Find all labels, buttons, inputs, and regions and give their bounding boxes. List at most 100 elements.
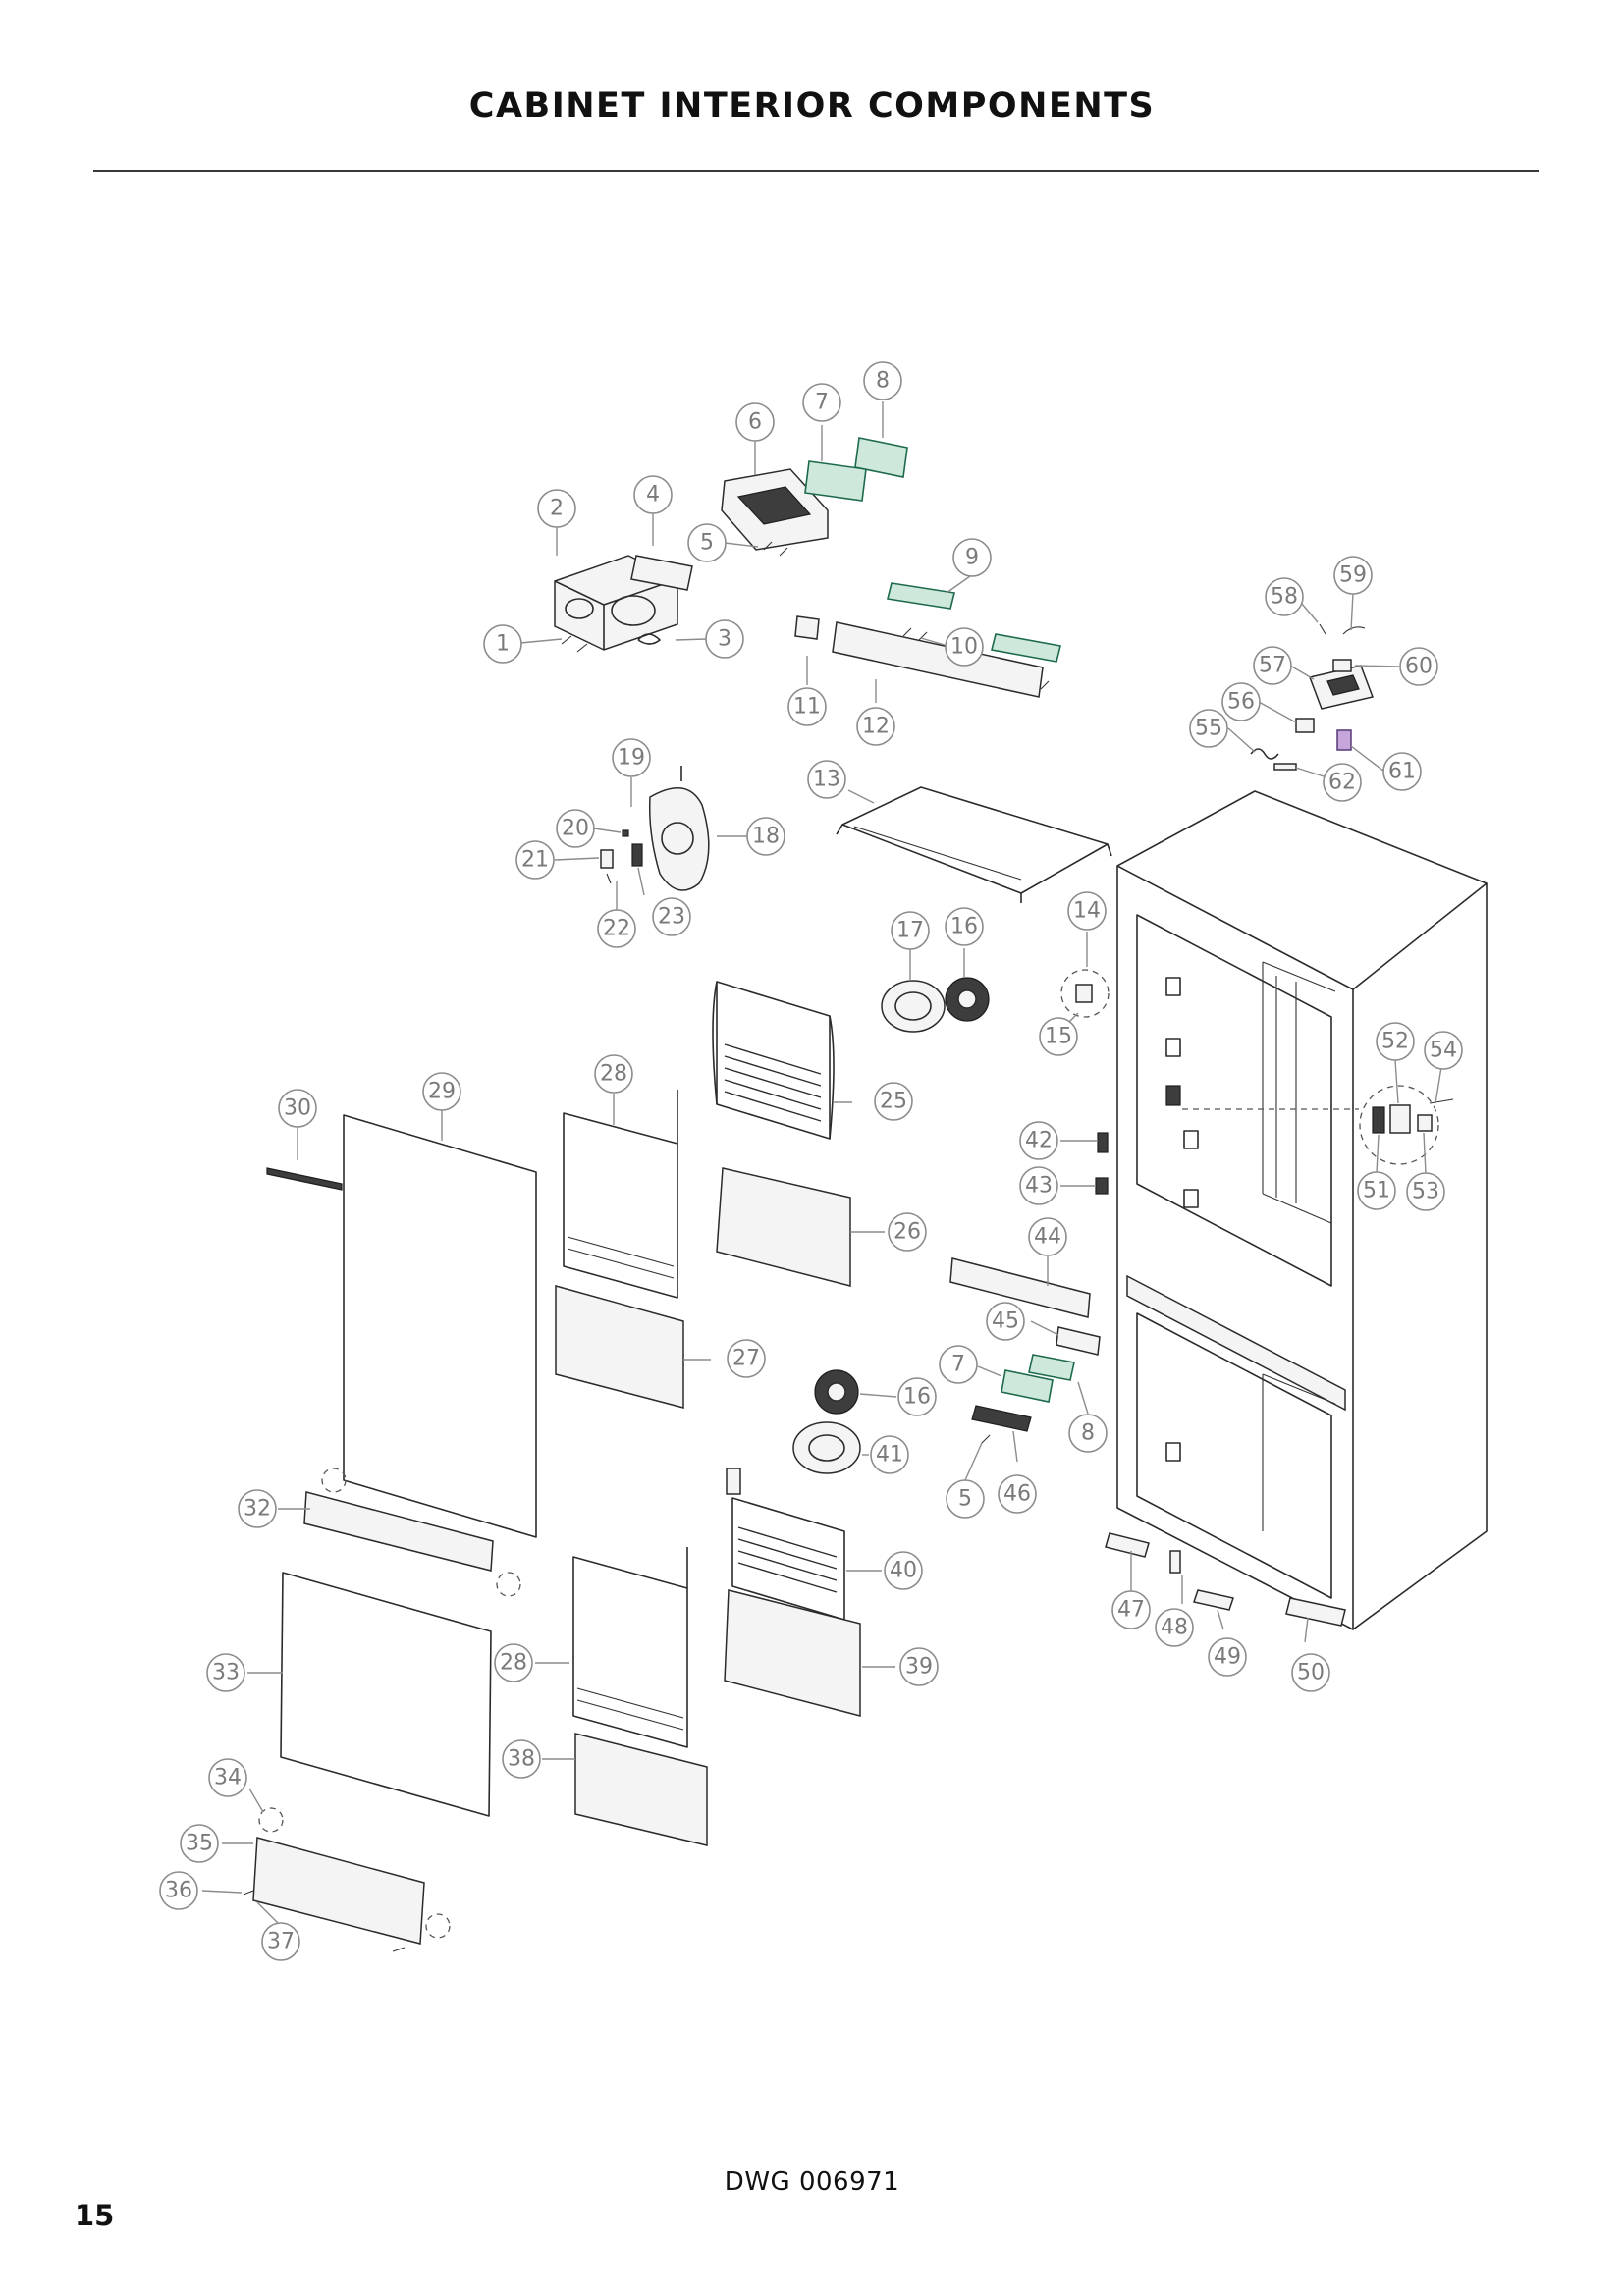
callout-54[interactable]: 54: [1424, 1031, 1463, 1070]
svg-text:44: 44: [1034, 1225, 1061, 1250]
callout-7-top[interactable]: 7: [802, 383, 841, 422]
callout-62[interactable]: 62: [1323, 763, 1362, 802]
callout-13[interactable]: 13: [807, 760, 846, 799]
callout-51[interactable]: 51: [1357, 1171, 1396, 1210]
part-26-drain-pan: [716, 1167, 851, 1287]
svg-text:43: 43: [1025, 1174, 1053, 1199]
callout-49[interactable]: 49: [1208, 1637, 1247, 1677]
callout-55[interactable]: 55: [1189, 709, 1228, 748]
svg-text:37: 37: [267, 1930, 295, 1954]
callout-5-top[interactable]: 5: [687, 523, 727, 562]
svg-text:40: 40: [890, 1559, 917, 1583]
callout-45[interactable]: 45: [986, 1302, 1025, 1341]
callout-38[interactable]: 38: [502, 1739, 541, 1779]
callout-28-upper[interactable]: 28: [594, 1054, 633, 1094]
callout-61[interactable]: 61: [1382, 752, 1422, 791]
callout-41[interactable]: 41: [870, 1435, 909, 1474]
callout-16-lower[interactable]: 16: [897, 1377, 937, 1416]
part-51-54-detail-ring: [1359, 1085, 1439, 1165]
callout-16-top[interactable]: 16: [945, 907, 984, 946]
callout-42[interactable]: 42: [1019, 1121, 1058, 1160]
callout-2[interactable]: 2: [537, 489, 576, 528]
callout-15[interactable]: 15: [1039, 1017, 1078, 1056]
svg-text:47: 47: [1117, 1598, 1145, 1623]
callout-4[interactable]: 4: [633, 475, 673, 514]
callout-39[interactable]: 39: [899, 1647, 939, 1686]
part-9-bracket-left: [887, 582, 955, 610]
callout-9[interactable]: 9: [952, 538, 992, 577]
callout-5-lower[interactable]: 5: [946, 1479, 985, 1519]
callout-3[interactable]: 3: [705, 619, 744, 659]
callout-14[interactable]: 14: [1067, 891, 1107, 931]
part-48-bracket: [1169, 1550, 1181, 1574]
part-32-fastener-left: [321, 1468, 347, 1493]
callout-29[interactable]: 29: [422, 1072, 461, 1111]
svg-text:14: 14: [1073, 899, 1101, 924]
svg-text:7: 7: [815, 391, 829, 415]
svg-text:32: 32: [244, 1497, 271, 1522]
callout-10[interactable]: 10: [945, 627, 984, 667]
callout-52[interactable]: 52: [1376, 1022, 1415, 1061]
callout-12[interactable]: 12: [856, 707, 895, 746]
callout-35[interactable]: 35: [180, 1824, 219, 1863]
callout-58[interactable]: 58: [1265, 577, 1304, 616]
page-number: 15: [75, 2199, 115, 2232]
part-54-wire: [1429, 1098, 1454, 1104]
callout-50[interactable]: 50: [1291, 1653, 1330, 1692]
callout-6[interactable]: 6: [735, 402, 775, 442]
title-divider: [93, 170, 1539, 172]
callout-32[interactable]: 32: [238, 1489, 277, 1528]
callout-48[interactable]: 48: [1155, 1608, 1194, 1647]
callout-23[interactable]: 23: [652, 897, 691, 936]
callout-22[interactable]: 22: [597, 909, 636, 948]
part-47-foot: [1105, 1532, 1150, 1558]
callout-40[interactable]: 40: [884, 1551, 923, 1590]
callout-36[interactable]: 36: [159, 1871, 198, 1910]
callout-7-lower[interactable]: 7: [939, 1345, 978, 1384]
callout-21[interactable]: 21: [515, 840, 555, 880]
callout-53[interactable]: 53: [1406, 1172, 1445, 1211]
svg-text:29: 29: [428, 1080, 456, 1104]
svg-text:49: 49: [1214, 1645, 1241, 1670]
callout-43[interactable]: 43: [1019, 1166, 1058, 1205]
callout-30[interactable]: 30: [278, 1089, 317, 1128]
callout-20[interactable]: 20: [556, 809, 595, 848]
callout-27[interactable]: 27: [727, 1339, 766, 1378]
part-14-15-detail-ring: [1060, 969, 1110, 1018]
svg-text:39: 39: [905, 1655, 933, 1680]
callout-47[interactable]: 47: [1111, 1590, 1151, 1629]
svg-text:28: 28: [500, 1651, 527, 1676]
svg-text:56: 56: [1227, 690, 1255, 715]
callout-11[interactable]: 11: [787, 687, 827, 726]
callout-34[interactable]: 34: [208, 1758, 247, 1797]
part-41-fan-ring-lower: [792, 1421, 861, 1474]
callout-56[interactable]: 56: [1221, 682, 1261, 721]
callout-25[interactable]: 25: [874, 1082, 913, 1121]
part-46-plate: [971, 1405, 1032, 1432]
callout-8-lower[interactable]: 8: [1068, 1414, 1108, 1453]
callout-59[interactable]: 59: [1333, 556, 1373, 595]
callout-1[interactable]: 1: [483, 624, 522, 664]
part-29-back-panel: [343, 1114, 537, 1538]
callout-57[interactable]: 57: [1253, 646, 1292, 685]
svg-text:5: 5: [700, 531, 714, 556]
svg-text:30: 30: [284, 1096, 311, 1121]
callout-46[interactable]: 46: [998, 1474, 1037, 1514]
callout-17[interactable]: 17: [891, 911, 930, 950]
svg-text:18: 18: [752, 825, 780, 849]
callout-18[interactable]: 18: [746, 817, 785, 856]
svg-text:4: 4: [646, 483, 660, 507]
callout-26[interactable]: 26: [888, 1212, 927, 1252]
callout-33[interactable]: 33: [206, 1653, 245, 1692]
callout-8-top[interactable]: 8: [863, 361, 902, 400]
svg-text:5: 5: [958, 1487, 972, 1512]
page-title: CABINET INTERIOR COMPONENTS: [468, 86, 1156, 126]
svg-text:41: 41: [876, 1443, 903, 1468]
part-5-screws: [763, 541, 788, 557]
part-16-fan-upper: [945, 977, 990, 1022]
callout-44[interactable]: 44: [1028, 1217, 1067, 1256]
callout-19[interactable]: 19: [612, 738, 651, 777]
callout-60[interactable]: 60: [1399, 647, 1438, 686]
callout-28-lower[interactable]: 28: [494, 1643, 533, 1682]
callout-37[interactable]: 37: [261, 1922, 300, 1961]
